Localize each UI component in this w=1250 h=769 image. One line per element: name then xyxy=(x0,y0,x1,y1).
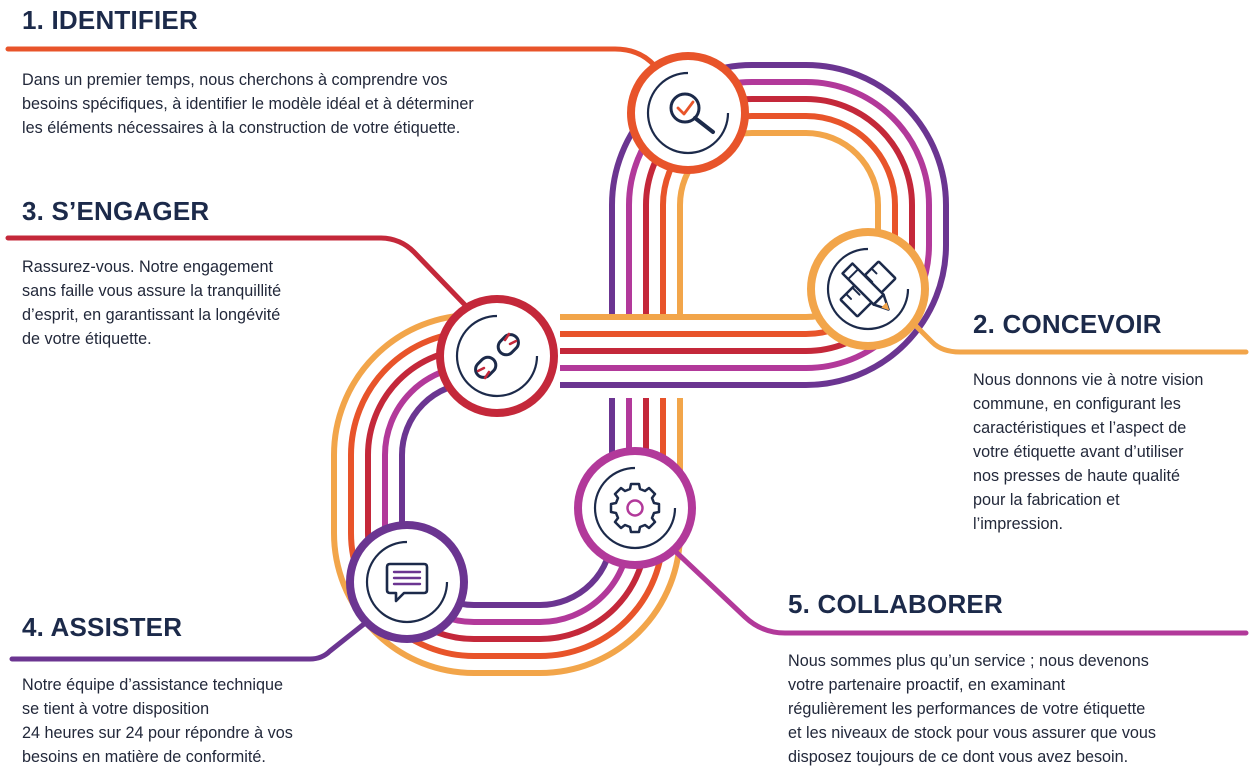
connector-collaborer xyxy=(673,549,1249,636)
step-title-assister: 4. ASSISTER xyxy=(22,612,183,642)
chat-bubble-icon xyxy=(385,562,429,603)
connector-engager xyxy=(5,235,469,309)
step-title-collaborer: 5. COLLABORER xyxy=(788,589,1003,619)
step-text-assister: Notre équipe d’assistance technique se t… xyxy=(22,676,293,766)
broken-link-icon xyxy=(474,332,520,380)
node-concevoir xyxy=(807,228,929,350)
step-title-concevoir: 2. CONCEVOIR xyxy=(973,309,1162,339)
step-title-engager: 3. S’ENGAGER xyxy=(22,196,210,226)
connector-assister xyxy=(9,621,367,662)
pencil-ruler-icon xyxy=(839,260,897,318)
connector-identifier xyxy=(5,46,658,69)
magnifier-check-icon xyxy=(669,92,715,134)
step-text-identifier: Dans un premier temps, nous cherchons à … xyxy=(22,71,474,137)
connector-lines xyxy=(5,46,1249,662)
step-text-concevoir: Nous donnons vie à notre vision commune,… xyxy=(973,371,1204,533)
step-title-identifier: 1. IDENTIFIER xyxy=(22,5,198,35)
step-text-collaborer: Nous sommes plus qu’un service ; nous de… xyxy=(788,652,1157,766)
node-engager xyxy=(436,295,558,417)
node-collaborer xyxy=(574,447,696,569)
connector-concevoir xyxy=(909,319,1249,355)
node-assister xyxy=(346,521,468,643)
step-text-engager: Rassurez-vous. Notre engagement sans fai… xyxy=(22,258,282,348)
lower-loop-band-light-orange xyxy=(331,312,683,676)
gear-icon xyxy=(609,482,661,534)
node-identifier xyxy=(627,52,749,174)
